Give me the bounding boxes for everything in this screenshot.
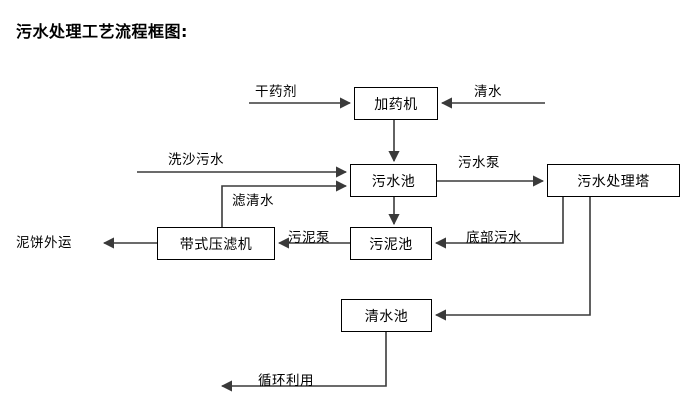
node-clear-water-pool[interactable]: 清水池 [341, 299, 432, 332]
edge-label-filtered-clear-water: 滤清水 [232, 193, 274, 209]
node-treatment-tower[interactable]: 污水处理塔 [547, 164, 680, 197]
page-title: 污水处理工艺流程框图: [16, 22, 188, 41]
edge-label-clean-water-in: 清水 [474, 84, 502, 100]
terminal-label-mud-cake-out: 泥饼外运 [16, 235, 72, 251]
terminal-label-recycling-reuse: 循环利用 [258, 373, 314, 389]
edge-clear-water-pool-to-reuse [220, 332, 387, 392]
node-dosing-machine[interactable]: 加药机 [354, 87, 438, 120]
node-belt-filter-press[interactable]: 带式压滤机 [157, 227, 275, 260]
edge-filtrate-to-wastewater-pool [221, 180, 348, 227]
edge-tower-bottom-to-sludge-pool [434, 197, 564, 249]
node-label: 污泥池 [369, 236, 413, 253]
node-label: 带式压滤机 [179, 236, 253, 253]
edge-label-bottom-wastewater: 底部污水 [466, 230, 522, 246]
node-label: 清水池 [364, 308, 409, 325]
edge-label-wastewater-pump: 污水泵 [458, 155, 500, 171]
node-wastewater-pool[interactable]: 污水池 [350, 164, 437, 197]
edge-tower-to-clear-water-pool [434, 197, 591, 321]
edge-label-dry-chemical: 干药剂 [255, 84, 297, 100]
node-label: 污水池 [371, 173, 416, 190]
node-sludge-pool[interactable]: 污泥池 [350, 227, 432, 260]
node-label: 加药机 [374, 96, 418, 113]
edge-label-sand-wash-water: 洗沙污水 [168, 152, 224, 168]
node-label: 污水处理塔 [577, 173, 650, 190]
edge-label-sludge-pump: 污泥泵 [288, 230, 330, 246]
